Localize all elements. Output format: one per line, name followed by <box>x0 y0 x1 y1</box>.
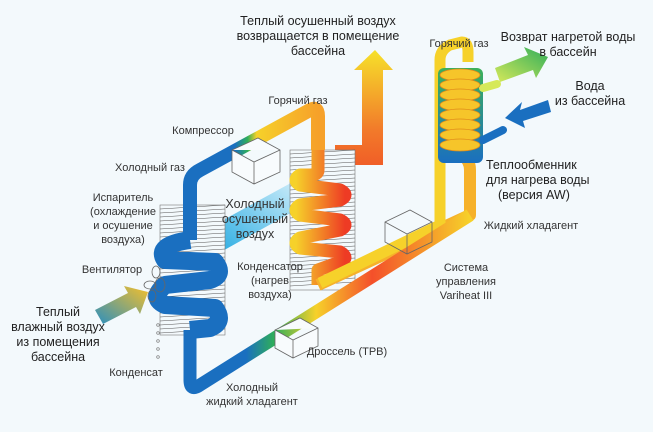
label-cold-dry-air: Холодный осушенный воздух <box>222 197 288 242</box>
text-line: Вода <box>575 79 605 93</box>
throttle-box <box>274 317 319 359</box>
heat-exchanger-coil <box>439 68 481 152</box>
text-line: и осушение <box>93 220 153 232</box>
water-inlet-pipe <box>479 126 507 144</box>
text-line: воздух <box>235 227 275 241</box>
condensate-drops <box>156 323 160 359</box>
text-line: осушенный <box>221 212 289 226</box>
label-heated-water-return: Возврат нагретой воды в бассейн <box>501 30 636 60</box>
cold-liquid-pipe <box>183 209 474 395</box>
label-hot-gas-right: Горячий газ <box>429 38 489 50</box>
heated-water-out-arrow <box>495 47 548 82</box>
text-line: Теплообменник <box>486 158 577 172</box>
pool-water-in-arrow <box>505 100 551 128</box>
text-line: жидкий хладагент <box>206 396 298 408</box>
label-cold-liquid-refrigerant: Холодный жидкий хладагент <box>206 381 298 409</box>
water-outlet-pipe <box>479 80 501 92</box>
hot-gas-pipe <box>317 36 474 288</box>
label-liquid-refrigerant: Жидкий хладагент <box>483 220 579 232</box>
text-line: воздуха) <box>101 234 145 246</box>
label-warm-dry-air-return: Теплый осушенный воздух возвращается в п… <box>237 14 400 59</box>
cold-dry-air-band <box>205 178 305 258</box>
text-line: Система <box>443 262 489 274</box>
control-box <box>384 209 433 255</box>
text-line: (охлаждение <box>90 206 156 218</box>
text-line: из бассейна <box>554 94 626 108</box>
text-line: Испаритель <box>92 192 154 204</box>
text-line: Variheat III <box>439 290 493 302</box>
label-cold-gas: Холодный газ <box>115 162 185 174</box>
text-line: влажный воздух <box>11 320 105 334</box>
label-control-system: Система управления Variheat III <box>436 261 496 303</box>
text-line: в бассейн <box>539 45 597 59</box>
label-evaporator: Испаритель (охлаждение и осушение воздух… <box>90 191 156 247</box>
text-line: (нагрев <box>251 275 289 287</box>
text-line: Холодный <box>225 197 285 211</box>
label-water-from-pool: Вода из бассейна <box>555 79 625 109</box>
label-condensate: Конденсат <box>109 367 163 379</box>
coil-ring <box>439 138 481 152</box>
text-line: Возврат нагретой воды <box>500 30 636 44</box>
condenser-coil <box>289 150 352 285</box>
text-line: из помещения <box>16 335 100 349</box>
label-heat-exchanger: Теплообменник для нагрева воды (версия A… <box>486 158 590 203</box>
label-warm-humid-air: Теплый влажный воздух из помещения бассе… <box>11 305 105 365</box>
compressor-box <box>231 137 281 185</box>
text-line: Теплый осушенный воздух <box>240 14 396 28</box>
text-line: Теплый <box>36 305 80 319</box>
text-line: управления <box>436 276 496 288</box>
fan-icon <box>143 265 166 303</box>
label-fan: Вентилятор <box>81 264 143 276</box>
warm-humid-air-inlet-arrow <box>95 286 148 324</box>
label-condenser: Конденсатор (нагрев воздуха) <box>237 260 303 302</box>
text-line: Холодный <box>225 382 279 394</box>
text-line: воздуха) <box>248 289 292 301</box>
text-line: бассейна <box>30 350 86 364</box>
text-line: возвращается в помещение <box>236 29 400 43</box>
text-line: бассейна <box>290 44 346 58</box>
fin-line <box>159 292 226 298</box>
label-compressor: Компрессор <box>172 125 234 137</box>
text-line: для нагрева воды <box>486 173 590 187</box>
text-line: Конденсатор <box>237 261 303 273</box>
label-hot-gas-top: Горячий газ <box>268 95 328 107</box>
text-line: (версия AW) <box>498 188 570 202</box>
label-throttle: Дроссель (ТРВ) <box>306 346 388 358</box>
